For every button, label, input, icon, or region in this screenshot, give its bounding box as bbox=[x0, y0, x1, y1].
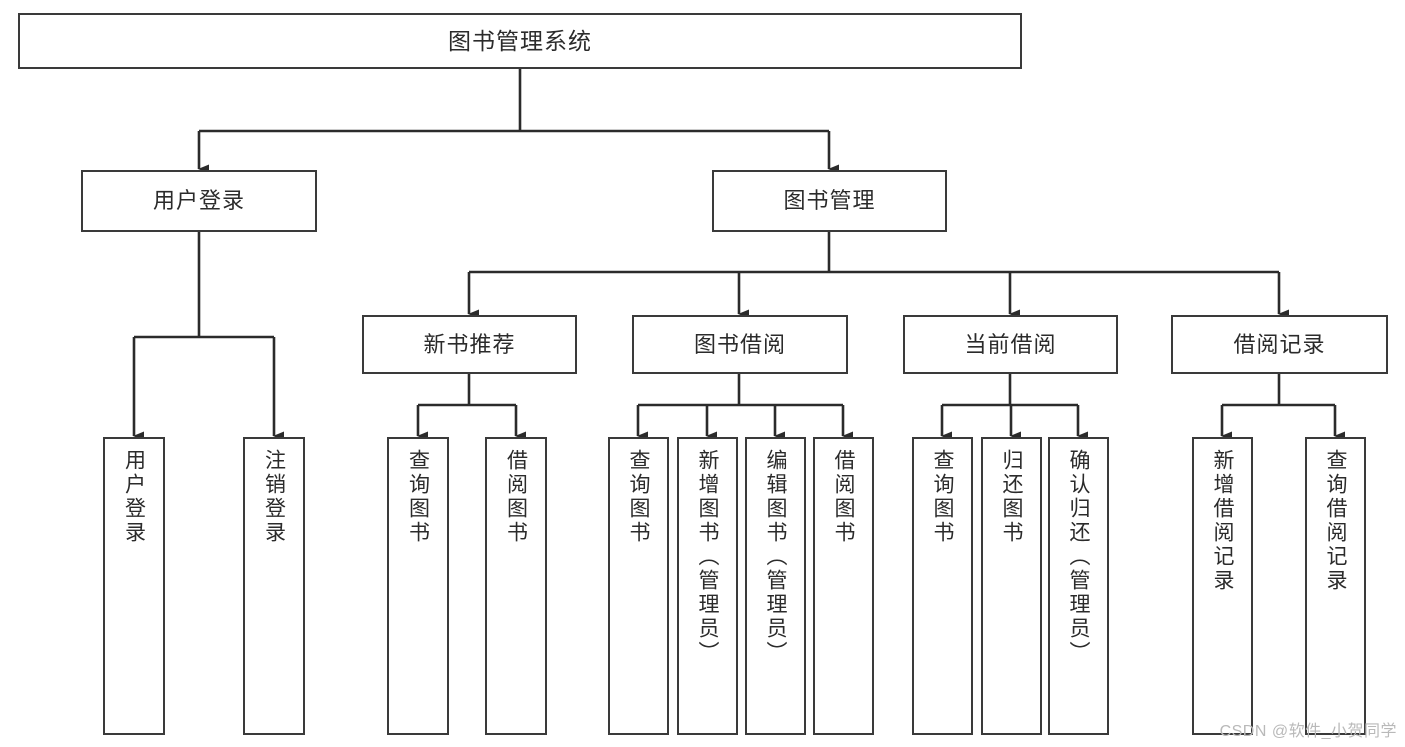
node-leaf-query-book-rec[interactable]: 查询图书 bbox=[387, 437, 449, 735]
node-leaf-return-book-label: 归还图书 bbox=[1000, 449, 1023, 545]
node-leaf-confirm-return-label: 确认归还（管理员） bbox=[1067, 449, 1090, 665]
node-user-login[interactable]: 用户登录 bbox=[81, 170, 317, 232]
node-leaf-query-book[interactable]: 查询图书 bbox=[608, 437, 669, 735]
node-book-borrow[interactable]: 图书借阅 bbox=[632, 315, 848, 374]
node-leaf-return-book[interactable]: 归还图书 bbox=[981, 437, 1042, 735]
node-leaf-edit-book[interactable]: 编辑图书（管理员） bbox=[745, 437, 806, 735]
node-leaf-query-record-label: 查询借阅记录 bbox=[1324, 449, 1347, 593]
node-book-borrow-label: 图书借阅 bbox=[693, 331, 786, 357]
node-book-manage[interactable]: 图书管理 bbox=[712, 170, 947, 232]
node-leaf-borrow-book[interactable]: 借阅图书 bbox=[813, 437, 874, 735]
node-leaf-edit-book-label: 编辑图书（管理员） bbox=[764, 449, 787, 665]
node-user-login-label: 用户登录 bbox=[152, 188, 245, 214]
node-current-borrow[interactable]: 当前借阅 bbox=[903, 315, 1118, 374]
node-new-book-rec[interactable]: 新书推荐 bbox=[362, 315, 577, 374]
node-book-manage-label: 图书管理 bbox=[783, 188, 876, 214]
node-borrow-record[interactable]: 借阅记录 bbox=[1171, 315, 1388, 374]
node-new-book-rec-label: 新书推荐 bbox=[423, 331, 516, 357]
node-leaf-user-login-label: 用户登录 bbox=[122, 449, 146, 545]
node-current-borrow-label: 当前借阅 bbox=[964, 331, 1057, 357]
node-leaf-add-book-label: 新增图书（管理员） bbox=[696, 449, 719, 665]
node-leaf-query-book-label: 查询图书 bbox=[627, 449, 650, 545]
node-leaf-confirm-return[interactable]: 确认归还（管理员） bbox=[1048, 437, 1109, 735]
node-leaf-query-record[interactable]: 查询借阅记录 bbox=[1305, 437, 1366, 735]
node-borrow-record-label: 借阅记录 bbox=[1233, 331, 1326, 357]
node-leaf-logout[interactable]: 注销登录 bbox=[243, 437, 305, 735]
node-leaf-add-record-label: 新增借阅记录 bbox=[1211, 449, 1234, 593]
node-leaf-borrow-book-label: 借阅图书 bbox=[832, 449, 855, 545]
node-leaf-query-book-cur[interactable]: 查询图书 bbox=[912, 437, 973, 735]
node-leaf-borrow-book-rec[interactable]: 借阅图书 bbox=[485, 437, 547, 735]
node-leaf-logout-label: 注销登录 bbox=[262, 449, 286, 545]
node-leaf-query-book-rec-label: 查询图书 bbox=[406, 449, 430, 545]
node-leaf-query-book-cur-label: 查询图书 bbox=[931, 449, 954, 545]
node-root-label: 图书管理系统 bbox=[448, 27, 592, 54]
node-leaf-user-login[interactable]: 用户登录 bbox=[103, 437, 165, 735]
node-leaf-borrow-book-rec-label: 借阅图书 bbox=[504, 449, 528, 545]
node-leaf-add-book[interactable]: 新增图书（管理员） bbox=[677, 437, 738, 735]
node-root[interactable]: 图书管理系统 bbox=[18, 13, 1022, 69]
node-leaf-add-record[interactable]: 新增借阅记录 bbox=[1192, 437, 1253, 735]
